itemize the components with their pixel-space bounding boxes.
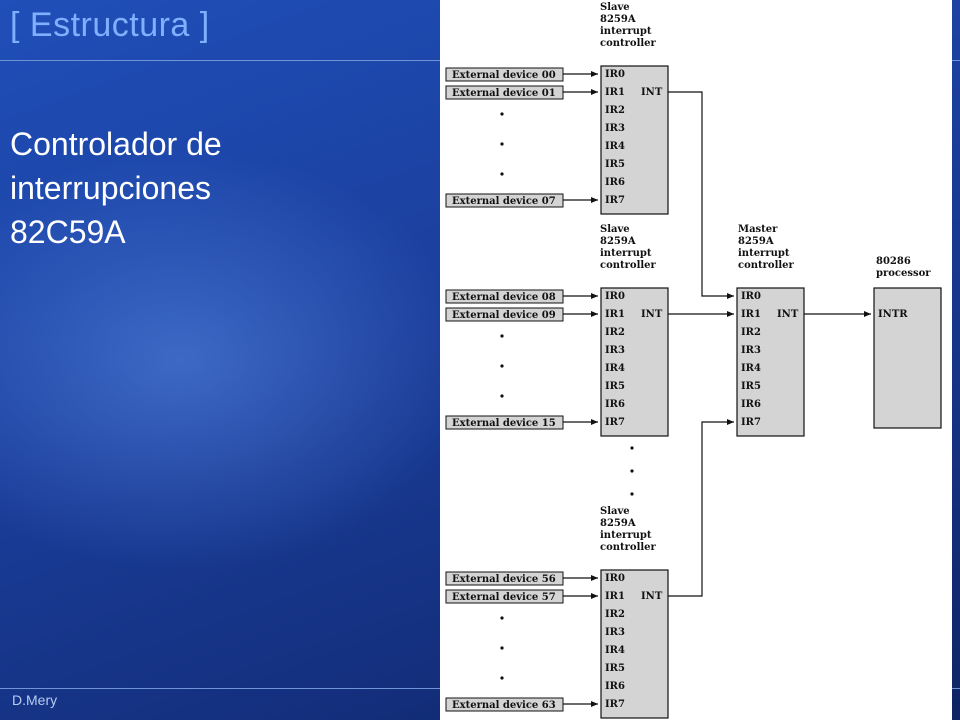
- master-ir7-label: IR7: [741, 417, 761, 428]
- slave-3-device-c-label: External device 63: [452, 700, 556, 711]
- slave-3-device-a-label: External device 56: [452, 574, 556, 585]
- slave-1-ir3-label: IR3: [605, 123, 625, 134]
- slave-3-box: [600, 569, 669, 719]
- slave-1-ir5-label: IR5: [605, 159, 625, 170]
- slave-1-caption-line-0: Slave: [600, 2, 630, 13]
- slave-2-ir6-label: IR6: [605, 399, 625, 410]
- slave-2-ellipsis-dot-2: [500, 394, 504, 398]
- master-ir0-label: IR0: [741, 291, 761, 302]
- slave-3-ir4-label: IR4: [605, 645, 625, 656]
- between-slaves-ellipsis-dot-0: [630, 446, 634, 450]
- slave-3-ir3-label: IR3: [605, 627, 625, 638]
- slave-1-ir4-label: IR4: [605, 141, 625, 152]
- slave-3-ir5-label: IR5: [605, 663, 625, 674]
- slave-1-caption-line-1: 8259A: [600, 14, 636, 25]
- between-slaves-ellipsis-dot-2: [630, 492, 634, 496]
- slave-1-ellipsis-dot-2: [500, 172, 504, 176]
- slave-1-to-master-ir0-line: [668, 91, 734, 299]
- slave-1-device-a-label: External device 00: [452, 70, 556, 81]
- slave-1-box: [600, 65, 669, 215]
- slave-1-device-c-label: External device 07: [452, 196, 556, 207]
- slide-footer-author: D.Mery: [12, 692, 58, 708]
- slave-1-ir6-label: IR6: [605, 177, 625, 188]
- master-ir4-label: IR4: [741, 363, 761, 374]
- processor-caption-line-0: 80286: [876, 256, 911, 267]
- slave-2-device-b-label: External device 09: [452, 310, 556, 321]
- slave-1-device-b-label: External device 01: [452, 88, 556, 99]
- master-ir3-label: IR3: [741, 345, 761, 356]
- slave-2-caption-line-2: interrupt: [600, 248, 652, 259]
- slave-1-caption-line-3: controller: [600, 38, 657, 49]
- slave-2-ellipsis-dot-0: [500, 334, 504, 338]
- slave-2-device-a-label: External device 08: [452, 292, 556, 303]
- slave-2-device-c-label: External device 15: [452, 418, 556, 429]
- slave-3-ir1-label: IR1: [605, 591, 625, 602]
- slave-2-box: [600, 287, 669, 437]
- slave-2-caption-line-1: 8259A: [600, 236, 636, 247]
- slave-3-to-master-ir7-line: [668, 419, 734, 597]
- slave-1-ir1-label: IR1: [605, 87, 625, 98]
- slave-3-caption-line-2: interrupt: [600, 530, 652, 541]
- master-caption-line-3: controller: [738, 260, 795, 271]
- slave-1-ellipsis-dot-0: [500, 112, 504, 116]
- slave-2-ir7-label: IR7: [605, 417, 625, 428]
- slave-1-caption-line-2: interrupt: [600, 26, 652, 37]
- processor-caption-line-1: processor: [876, 268, 931, 279]
- slave-1-ir7-label: IR7: [605, 195, 625, 206]
- slave-3-ellipsis-dot-2: [500, 676, 504, 680]
- master-box: [736, 287, 805, 437]
- slave-3-ellipsis-dot-0: [500, 616, 504, 620]
- slave-3-ellipsis-dot-1: [500, 646, 504, 650]
- slave-1-int-label: INT: [641, 87, 663, 98]
- slide-body-text: Controlador de interrupciones 82C59A: [10, 126, 222, 250]
- master-ir1-label: IR1: [741, 309, 761, 320]
- slave-3-caption-line-3: controller: [600, 542, 657, 553]
- slave-2-int-label: INT: [641, 309, 663, 320]
- slave-2-ir5-label: IR5: [605, 381, 625, 392]
- master-caption-line-0: Master: [738, 224, 778, 235]
- slave-2-ir2-label: IR2: [605, 327, 625, 338]
- slave-3-caption-line-1: 8259A: [600, 518, 636, 529]
- slave-3-int-label: INT: [641, 591, 663, 602]
- cascade-diagram: Slave8259AinterruptcontrollerIR0IR1IR2IR…: [445, 2, 942, 719]
- slave-3-ir7-label: IR7: [605, 699, 625, 710]
- slave-2-ir4-label: IR4: [605, 363, 625, 374]
- slave-1-ellipsis-dot-1: [500, 142, 504, 146]
- master-ir5-label: IR5: [741, 381, 761, 392]
- slave-3-caption-line-0: Slave: [600, 506, 630, 517]
- slide-title: [ Estructura ]: [10, 6, 210, 44]
- slave-1-ir2-label: IR2: [605, 105, 625, 116]
- slave-2-ir0-label: IR0: [605, 291, 625, 302]
- master-ir2-label: IR2: [741, 327, 761, 338]
- processor-box: [873, 287, 942, 429]
- slave-3-device-b-label: External device 57: [452, 592, 556, 603]
- slave-2-ellipsis-dot-1: [500, 364, 504, 368]
- between-slaves-ellipsis-dot-1: [630, 469, 634, 473]
- slave-2-ir1-label: IR1: [605, 309, 625, 320]
- slave-2-ir3-label: IR3: [605, 345, 625, 356]
- master-caption-line-2: interrupt: [738, 248, 790, 259]
- master-int-label: INT: [777, 309, 799, 320]
- processor-intr-label: INTR: [878, 309, 908, 320]
- master-ir6-label: IR6: [741, 399, 761, 410]
- slave-1-ir0-label: IR0: [605, 69, 625, 80]
- slave-3-ir6-label: IR6: [605, 681, 625, 692]
- master-caption-line-1: 8259A: [738, 236, 774, 247]
- slave-2-caption-line-0: Slave: [600, 224, 630, 235]
- slave-3-ir2-label: IR2: [605, 609, 625, 620]
- slave-2-caption-line-3: controller: [600, 260, 657, 271]
- slave-3-ir0-label: IR0: [605, 573, 625, 584]
